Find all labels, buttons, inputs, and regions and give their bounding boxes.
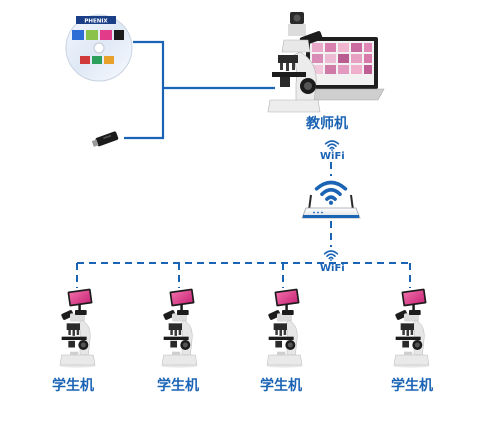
teacher-station (267, 12, 385, 113)
student-microscope-4 (392, 288, 431, 368)
dashed-connectors (76, 162, 411, 288)
solid-connectors (124, 40, 275, 140)
student-label-2: 学生机 (157, 378, 199, 394)
cd-brand-band (76, 16, 116, 24)
wifi-label-upper: WiFi (320, 151, 345, 162)
student-label-1: 学生机 (52, 378, 94, 394)
laptop-thumbnails (312, 43, 372, 74)
student-microscope-1 (58, 288, 97, 368)
wifi-router (301, 194, 361, 219)
teacher-label: 教师机 (306, 116, 348, 132)
wifi-icon-upper (324, 140, 340, 151)
student-label-4: 学生机 (391, 378, 433, 394)
software-cd: PHENIX (65, 14, 133, 82)
cd-link (133, 40, 165, 88)
student-microscope-2 (160, 288, 199, 368)
student-label-3: 学生机 (260, 378, 302, 394)
student-microscope-3 (265, 288, 304, 368)
usb-dongle (91, 131, 119, 147)
wifi-label-lower: WiFi (320, 263, 345, 274)
cd-brand-text: PHENIX (84, 19, 108, 25)
wifi-signal-icon (314, 180, 348, 205)
wifi-icon-lower (323, 250, 339, 261)
usb-link (124, 88, 165, 140)
